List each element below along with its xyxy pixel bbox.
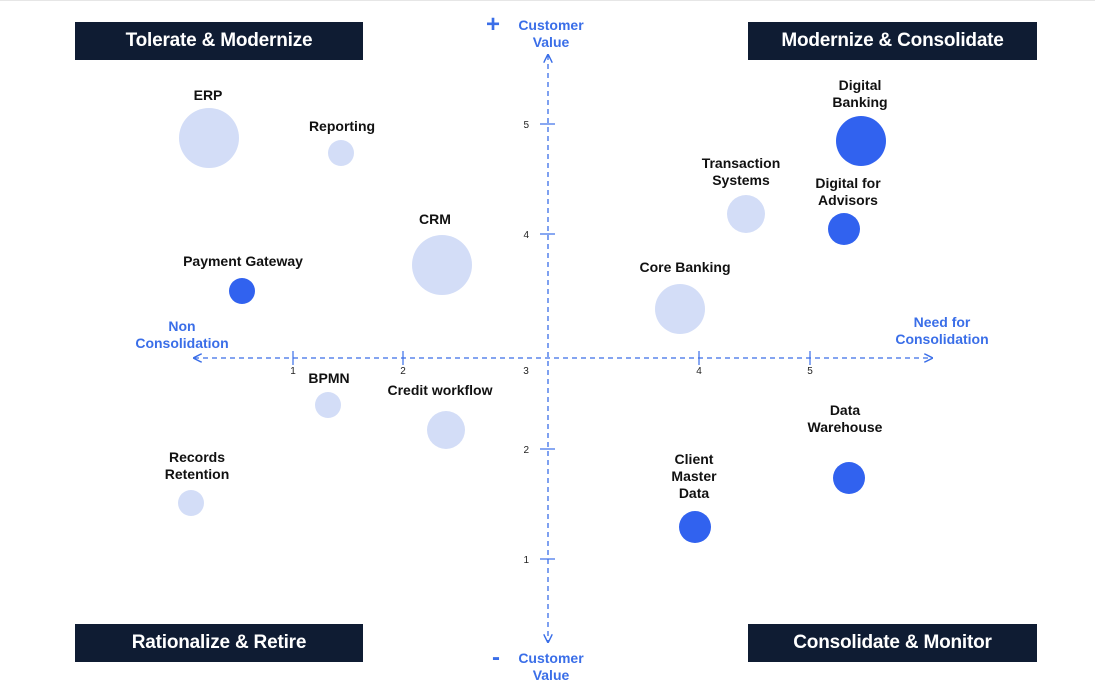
bubble-label: Payment Gateway <box>183 253 303 269</box>
x-axis-left-title: Non Consolidation <box>135 318 229 351</box>
x-tick-label: 4 <box>696 366 702 377</box>
bubble <box>833 462 865 494</box>
bubble <box>679 511 711 543</box>
bubble-label: Credit workflow <box>387 382 493 398</box>
x-tick-label: 2 <box>400 366 406 377</box>
bubble <box>655 284 705 334</box>
bubble <box>727 195 765 233</box>
bubble-label: Transaction Systems <box>701 155 781 188</box>
bubble <box>229 278 255 304</box>
y-tick-label: 4 <box>523 230 529 241</box>
bubble <box>836 116 886 166</box>
bubble <box>315 392 341 418</box>
y-tick-label: 1 <box>523 555 529 566</box>
quadrant-tolerate-modernize: Tolerate & Modernize <box>75 22 363 60</box>
bubble <box>178 490 204 516</box>
quadrant-rationalize-retire: Rationalize & Retire <box>75 624 363 662</box>
plus-icon: + <box>486 11 501 38</box>
y-axis-bottom-title: Customer Value <box>518 650 584 683</box>
bubble-label: Reporting <box>308 118 376 134</box>
quadrant-modernize-consolidate: Modernize & Consolidate <box>748 22 1037 60</box>
bubble <box>328 140 354 166</box>
bubble-label: Records Retention <box>164 449 230 482</box>
bubble-label: Data Warehouse <box>807 402 883 435</box>
x-tick-label: 1 <box>290 366 296 377</box>
y-axis-top-title: Customer Value <box>518 17 584 50</box>
bubble-layer <box>178 108 886 543</box>
bubble-label: Client Master Data <box>671 451 717 501</box>
bubble <box>427 411 465 449</box>
minus-icon: - <box>492 644 500 671</box>
bubble-label: Digital for Advisors <box>815 175 881 208</box>
quadrant-consolidate-monitor: Consolidate & Monitor <box>748 624 1037 662</box>
y-tick-label: 2 <box>523 445 529 456</box>
top-border <box>0 0 1095 1</box>
bubble <box>179 108 239 168</box>
bubble-label: Core Banking <box>639 259 731 275</box>
x-tick-label: 3 <box>523 366 529 377</box>
bubble <box>412 235 472 295</box>
bubble <box>828 213 860 245</box>
x-axis-right-title: Need for Consolidation <box>895 314 989 347</box>
axis-ticks: 1 2 3 4 5 1 2 4 5 <box>290 120 813 566</box>
bubble-label: Digital Banking <box>832 77 888 110</box>
x-tick-label: 5 <box>807 366 813 377</box>
bubble-label: BPMN <box>308 370 350 386</box>
y-tick-label: 5 <box>523 120 529 131</box>
bubble-label: CRM <box>419 211 451 227</box>
bubble-label: ERP <box>193 87 223 103</box>
